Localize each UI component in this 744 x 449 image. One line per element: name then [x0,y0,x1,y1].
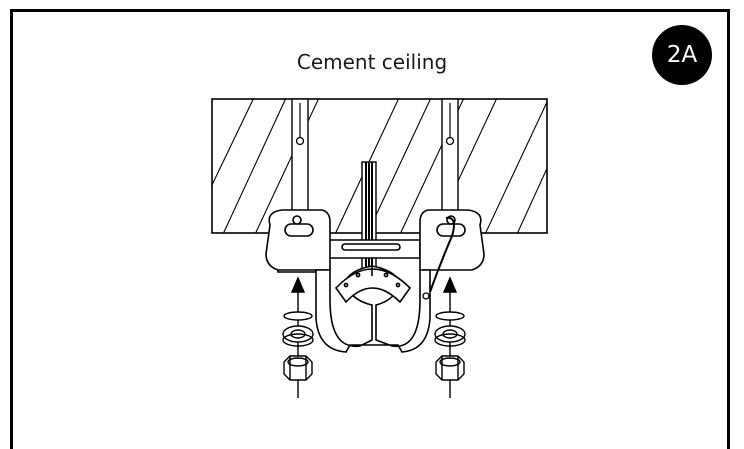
left-fastener-stack [282,276,314,398]
mounting-bracket [265,209,485,353]
ground-screw [422,292,430,300]
ceiling-type-label: Cement ceiling [296,50,448,74]
right-fastener-stack [434,276,466,398]
mounting-diagram [211,98,548,398]
cement-ceiling-block [211,98,548,234]
ground-wire [429,216,455,293]
step-badge: 2A [652,25,712,85]
diagram-frame [10,9,730,449]
